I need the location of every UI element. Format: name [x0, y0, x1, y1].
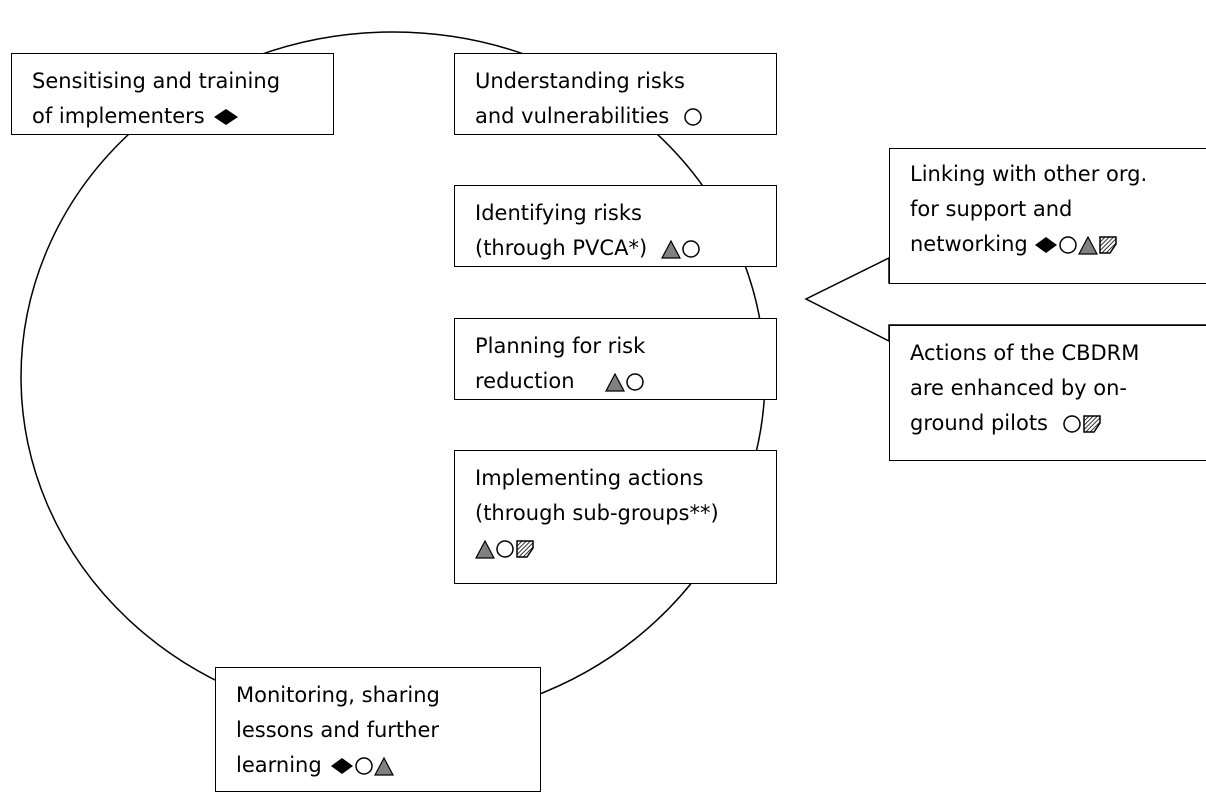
triangle-icon: [604, 372, 625, 392]
actions-enhanced-box: Actions of the CBDRM are enhanced by on-…: [889, 325, 1206, 461]
implementing-line-1: Implementing actions: [475, 466, 704, 490]
circle-icon: [354, 756, 374, 776]
linking-line-2: for support and: [910, 197, 1073, 221]
monitoring-line-1: Monitoring, sharing: [236, 683, 440, 707]
actions-line-1: Actions of the CBDRM: [910, 341, 1140, 365]
circle-icon: [625, 372, 645, 392]
circle-icon: [1062, 414, 1082, 434]
diamond-icon: [213, 108, 239, 126]
monitoring-line-2: lessons and further: [236, 718, 440, 742]
implementing-actions-box: Implementing actions (through sub-groups…: [454, 450, 777, 584]
identifying-risks-box: Identifying risks (through PVCA*): [454, 185, 777, 267]
planning-line-2: reduction: [475, 369, 575, 393]
circle-icon: [681, 239, 701, 259]
implementing-line-2: (through sub-groups**): [475, 501, 719, 525]
linking-line-3: networking: [910, 232, 1028, 256]
diamond-icon: [1034, 236, 1058, 254]
hatched-square-icon: [1082, 414, 1102, 434]
circle-icon: [495, 539, 515, 559]
circle-icon: [683, 107, 703, 127]
monitoring-learning-box: Monitoring, sharing lessons and further …: [215, 667, 541, 792]
triangle-icon: [475, 539, 495, 559]
triangle-icon: [661, 239, 682, 259]
sensitising-training-box: Sensitising and training of implementers: [11, 53, 334, 135]
understanding-line-2: and vulnerabilities: [475, 104, 670, 128]
hatched-square-icon: [515, 539, 535, 559]
identifying-line-1: Identifying risks: [475, 201, 642, 225]
actions-line-3: ground pilots: [910, 411, 1048, 435]
planning-risk-reduction-box: Planning for risk reduction: [454, 318, 777, 400]
monitoring-line-3: learning: [236, 753, 322, 777]
planning-line-1: Planning for risk: [475, 334, 646, 358]
hatched-square-icon: [1098, 235, 1118, 255]
sensitising-line-2: of implementers: [32, 104, 205, 128]
circle-icon: [1058, 235, 1078, 255]
triangle-icon: [373, 756, 394, 776]
understanding-line-1: Understanding risks: [475, 69, 685, 93]
linking-line-1: Linking with other org.: [910, 162, 1148, 186]
understanding-risks-box: Understanding risks and vulnerabilities: [454, 53, 777, 135]
identifying-line-2: (through PVCA*): [475, 236, 648, 260]
sensitising-line-1: Sensitising and training: [32, 69, 281, 93]
diamond-icon: [330, 757, 354, 775]
triangle-icon: [1077, 235, 1098, 255]
actions-line-2: are enhanced by on-: [910, 376, 1127, 400]
linking-other-org-box: Linking with other org. for support and …: [889, 148, 1206, 284]
